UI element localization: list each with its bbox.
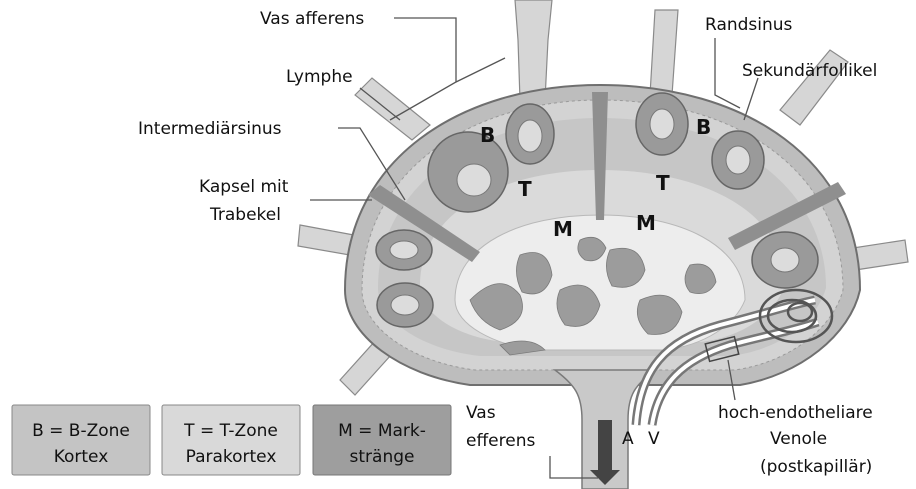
label-venole-line1: hoch-endotheliare bbox=[718, 403, 873, 423]
label-kapsel-line1: Kapsel mit bbox=[199, 177, 289, 197]
follicle bbox=[376, 230, 432, 270]
label-venole-line3: (postkapillär) bbox=[760, 457, 872, 477]
afferent-vessel bbox=[650, 10, 678, 95]
afferent-vessel bbox=[515, 0, 552, 100]
follicle bbox=[506, 104, 554, 164]
label-vas-afferens: Vas afferens bbox=[260, 9, 364, 29]
zone-b-left: B bbox=[480, 123, 495, 147]
legend-m-line1: M = Mark- bbox=[338, 421, 426, 441]
follicle bbox=[752, 232, 818, 288]
label-venole-line2: Venole bbox=[770, 429, 827, 449]
follicle bbox=[712, 131, 764, 189]
label-vas-efferens-line2: efferens bbox=[466, 431, 535, 451]
legend: B = B-Zone Kortex T = T-Zone Parakortex … bbox=[12, 405, 451, 475]
pointer-sekundaerfollikel bbox=[744, 78, 758, 120]
label-lymphe: Lymphe bbox=[286, 67, 353, 87]
legend-b-line2: Kortex bbox=[54, 447, 109, 467]
follicle bbox=[377, 283, 433, 327]
zone-t-right: T bbox=[656, 171, 670, 195]
legend-m-line2: stränge bbox=[350, 447, 415, 467]
zone-t-left: T bbox=[518, 177, 532, 201]
zone-m-left: M bbox=[553, 217, 573, 241]
label-sekundaerfollikel: Sekundärfollikel bbox=[742, 61, 877, 81]
pointer-randsinus bbox=[715, 38, 740, 108]
follicle bbox=[428, 132, 508, 212]
afferent-vessel bbox=[355, 78, 430, 140]
follicle bbox=[636, 93, 688, 155]
label-vas-efferens-line1: Vas bbox=[466, 403, 496, 423]
zone-m-right: M bbox=[636, 211, 656, 235]
label-randsinus: Randsinus bbox=[705, 15, 793, 35]
legend-item-b: B = B-Zone Kortex bbox=[12, 405, 150, 475]
legend-b-line1: B = B-Zone bbox=[32, 421, 130, 441]
label-kapsel-line2: Trabekel bbox=[209, 205, 281, 225]
label-artery: A bbox=[622, 429, 634, 449]
label-vein: V bbox=[648, 429, 660, 449]
legend-t-line1: T = T-Zone bbox=[183, 421, 278, 441]
legend-t-line2: Parakortex bbox=[186, 447, 277, 467]
zone-b-right: B bbox=[696, 115, 711, 139]
legend-item-t: T = T-Zone Parakortex bbox=[162, 405, 300, 475]
legend-item-m: M = Mark- stränge bbox=[313, 405, 451, 475]
pointer-vas-afferens-2 bbox=[456, 58, 505, 82]
label-intermediaersinus: Intermediärsinus bbox=[138, 119, 282, 139]
